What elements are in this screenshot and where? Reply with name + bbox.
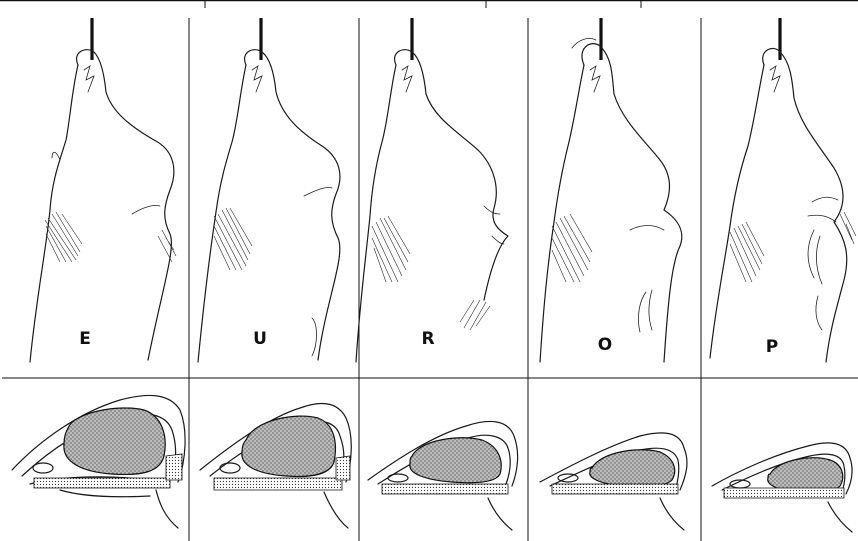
panel-label-e: E	[79, 329, 91, 349]
profile-sketch-p: P	[710, 18, 856, 362]
profile-sketch-r: R	[356, 18, 508, 362]
profile-sketch-o: O	[540, 18, 682, 362]
cross-section-e	[12, 395, 185, 528]
panel-label-r: R	[421, 329, 434, 349]
cross-section-u	[200, 403, 351, 528]
profile-sketch-e: E	[30, 18, 176, 362]
cross-section-o	[540, 433, 687, 530]
panel-label-p: P	[766, 337, 778, 357]
cross-section-p	[712, 443, 852, 532]
panel-label-u: U	[253, 329, 267, 349]
panel-label-o: O	[598, 335, 612, 355]
top-rule	[0, 0, 858, 8]
profile-sketch-u: U	[198, 18, 340, 362]
cross-section-r	[368, 421, 518, 530]
